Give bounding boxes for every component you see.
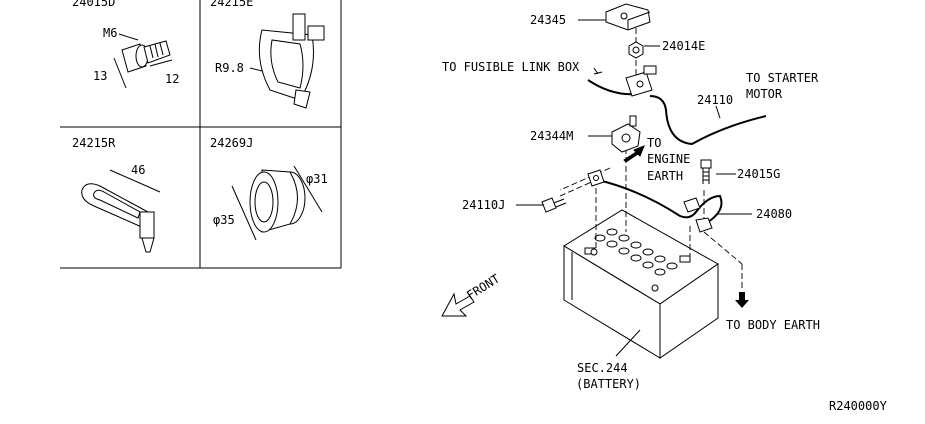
dim-phi35: φ35 [213,213,235,227]
dim-13: 13 [93,69,107,83]
arrow-front [441,292,475,317]
label-24110: 24110 [697,93,733,107]
inset-panel-24215E: 24215E R9.8 [210,0,325,109]
label-24014E: 24014E [662,39,705,53]
inset-grid [60,0,342,269]
label-to: TO [647,136,661,150]
label-24110J: 24110J [462,198,505,212]
label-engine: ENGINE [647,152,690,166]
grommet-drawing [231,165,323,241]
label-pointers [516,19,752,357]
battery-terminal [611,115,641,153]
label-24344M: 24344M [530,129,573,143]
bolt-24015G [700,159,712,184]
label-sec-244: SEC.244 [577,361,628,375]
part-number-24215R: 24215R [72,136,116,150]
label-24015G: 24015G [737,167,780,181]
label-front: FRONT [464,272,502,303]
dim-r9-8: R9.8 [215,61,244,75]
inset-panel-24269J: 24269J φ31 φ35 [210,136,328,241]
label-24345: 24345 [530,13,566,27]
part-number-24269J: 24269J [210,136,253,150]
ground-strap-terminal [587,169,605,187]
dim-m6: M6 [103,26,117,40]
label-to-starter: TO STARTER [746,71,819,85]
arrow-engine-earth [623,145,645,163]
terminal-cover [605,3,651,31]
cables [587,79,767,223]
dim-phi31: φ31 [306,172,328,186]
part-number-24215E: 24215E [210,0,253,9]
dim-46: 46 [131,163,145,177]
battery-drawing [563,209,719,359]
arrow-body-earth [735,292,749,308]
fusible-link-terminal [625,65,657,97]
earth-cable-connectors [683,197,713,233]
part-number-24015D: 24015D [72,0,115,9]
terminal-nut [628,41,644,59]
dim-12: 12 [165,72,179,86]
label-to-fusible-link-box: TO FUSIBLE LINK BOX [442,60,580,74]
flange-bolt-drawing [113,40,173,89]
label-24080: 24080 [756,207,792,221]
clip-drawing [258,13,325,109]
label-earth: EARTH [647,169,683,183]
label-battery: (BATTERY) [576,377,641,391]
inset-panel-24215R: 24215R 46 [72,136,161,253]
inset-panel-24015D: 24015D M6 13 12 [72,0,179,89]
battery-cell-caps [594,228,678,276]
bolt-24110J [541,197,567,213]
label-to-body-earth: TO BODY EARTH [726,318,820,332]
label-motor: MOTOR [746,87,783,101]
leader-lines [559,28,743,290]
drawing-id: R240000Y [829,399,888,413]
long-clip-drawing [81,183,155,253]
